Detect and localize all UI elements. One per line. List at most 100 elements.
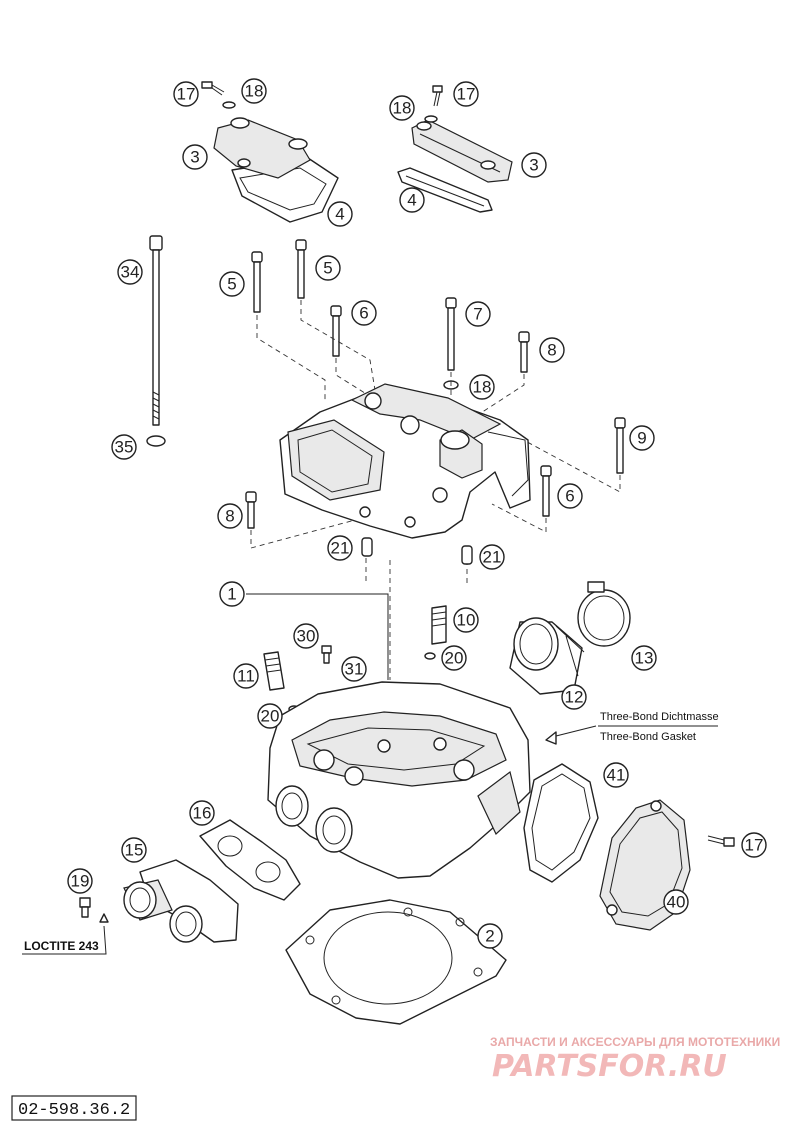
callout-18-center: 18 xyxy=(469,374,495,400)
bolt-5-right xyxy=(295,239,307,299)
svg-text:3: 3 xyxy=(529,156,538,175)
cylinder-head-lower xyxy=(267,681,531,879)
svg-text:13: 13 xyxy=(635,649,654,668)
callout-21-right: 21 xyxy=(479,544,505,570)
callout-15: 15 xyxy=(121,837,147,863)
svg-text:17: 17 xyxy=(177,85,196,104)
bolt-8-left xyxy=(245,491,257,529)
callout-5-left: 5 xyxy=(219,271,245,297)
svg-text:19: 19 xyxy=(71,872,90,891)
oring-20-upper xyxy=(424,652,436,660)
callout-41: 41 xyxy=(603,762,629,788)
svg-text:34: 34 xyxy=(121,263,140,282)
callout-11: 11 xyxy=(233,663,259,689)
svg-text:9: 9 xyxy=(637,429,646,448)
svg-text:4: 4 xyxy=(335,205,344,224)
callout-4-right: 4 xyxy=(399,187,425,213)
callout-8-left: 8 xyxy=(217,503,243,529)
callout-12: 12 xyxy=(561,684,587,710)
callout-3-right: 3 xyxy=(521,152,547,178)
svg-text:40: 40 xyxy=(667,893,686,912)
svg-text:3: 3 xyxy=(190,148,199,167)
svg-text:17: 17 xyxy=(457,85,476,104)
sealant-label-en: Three-Bond Gasket xyxy=(600,731,696,743)
bolt-6-lower xyxy=(540,465,552,517)
screw-17-top-right xyxy=(432,85,443,107)
svg-text:20: 20 xyxy=(445,649,464,668)
svg-text:6: 6 xyxy=(359,304,368,323)
svg-text:4: 4 xyxy=(407,191,416,210)
svg-text:21: 21 xyxy=(331,539,350,558)
svg-text:18: 18 xyxy=(245,82,264,101)
callout-2: 2 xyxy=(477,923,503,949)
bolt-8-right xyxy=(518,331,530,373)
callout-17-right: 17 xyxy=(741,832,767,858)
sealant-drop xyxy=(545,731,557,745)
sealant-label-de: Three-Bond Dichtmasse xyxy=(600,711,719,723)
callout-8-right: 8 xyxy=(539,337,565,363)
callout-9: 9 xyxy=(629,425,655,451)
svg-text:7: 7 xyxy=(473,305,482,324)
leader-loctite xyxy=(22,925,107,955)
leader-sealant xyxy=(555,725,597,737)
callout-17-top-right: 17 xyxy=(453,81,479,107)
valve-guide-10 xyxy=(431,605,447,645)
dowel-21-right xyxy=(461,545,473,565)
svg-text:1: 1 xyxy=(227,585,236,604)
svg-text:21: 21 xyxy=(483,548,502,567)
cylinder-head-upper xyxy=(279,383,531,539)
svg-text:10: 10 xyxy=(457,611,476,630)
hose-clamp-13 xyxy=(577,581,631,647)
valve-cover-right xyxy=(397,119,513,213)
screw-19 xyxy=(79,897,91,918)
intake-boot-12 xyxy=(509,617,585,695)
loctite-label: LOCTITE 243 xyxy=(24,939,99,953)
screw-30 xyxy=(321,645,332,664)
callout-7: 7 xyxy=(465,301,491,327)
washer-18-top-right xyxy=(424,115,438,123)
callout-30: 30 xyxy=(293,623,319,649)
dowel-21-left xyxy=(361,537,373,557)
callout-6-upper: 6 xyxy=(351,300,377,326)
callout-17-top-left: 17 xyxy=(173,81,199,107)
callout-1: 1 xyxy=(219,581,245,607)
callout-21-left: 21 xyxy=(327,535,353,561)
callout-4-left: 4 xyxy=(327,201,353,227)
svg-text:15: 15 xyxy=(125,841,144,860)
svg-text:17: 17 xyxy=(745,836,764,855)
head-gasket-2 xyxy=(285,899,507,1025)
document-number-box xyxy=(11,1095,137,1121)
svg-text:8: 8 xyxy=(225,507,234,526)
bolt-5-left xyxy=(251,251,263,313)
svg-text:16: 16 xyxy=(193,804,212,823)
screw-17-right xyxy=(707,835,735,847)
washer-18-top-left xyxy=(222,101,236,109)
watermark-caption: ЗАПЧАСТИ И АКСЕССУАРЫ ДЛЯ МОТОТЕХНИКИ xyxy=(490,1035,780,1049)
callout-13: 13 xyxy=(631,645,657,671)
bolt-7 xyxy=(445,297,457,371)
callout-35: 35 xyxy=(111,434,137,460)
svg-text:30: 30 xyxy=(297,627,316,646)
valve-cover-left xyxy=(213,117,339,223)
callout-6-lower: 6 xyxy=(557,483,583,509)
callout-10: 10 xyxy=(453,607,479,633)
svg-text:41: 41 xyxy=(607,766,626,785)
callout-20-lower: 20 xyxy=(257,703,283,729)
callout-40: 40 xyxy=(663,889,689,915)
svg-text:11: 11 xyxy=(237,667,255,686)
svg-text:18: 18 xyxy=(473,378,492,397)
callout-18-top-left: 18 xyxy=(241,78,267,104)
bolt-9 xyxy=(614,417,626,474)
valve-guide-11 xyxy=(263,651,285,691)
watermark-brand: PARTSFOR.RU xyxy=(492,1049,727,1084)
svg-text:35: 35 xyxy=(115,438,134,457)
callout-5-right: 5 xyxy=(315,255,341,281)
svg-text:6: 6 xyxy=(565,487,574,506)
callout-31: 31 xyxy=(341,656,367,682)
loctite-drop xyxy=(99,913,109,923)
callout-18-top-right: 18 xyxy=(389,95,415,121)
svg-text:18: 18 xyxy=(393,99,412,118)
intake-manifold-15 xyxy=(123,859,239,943)
svg-text:12: 12 xyxy=(565,688,584,707)
